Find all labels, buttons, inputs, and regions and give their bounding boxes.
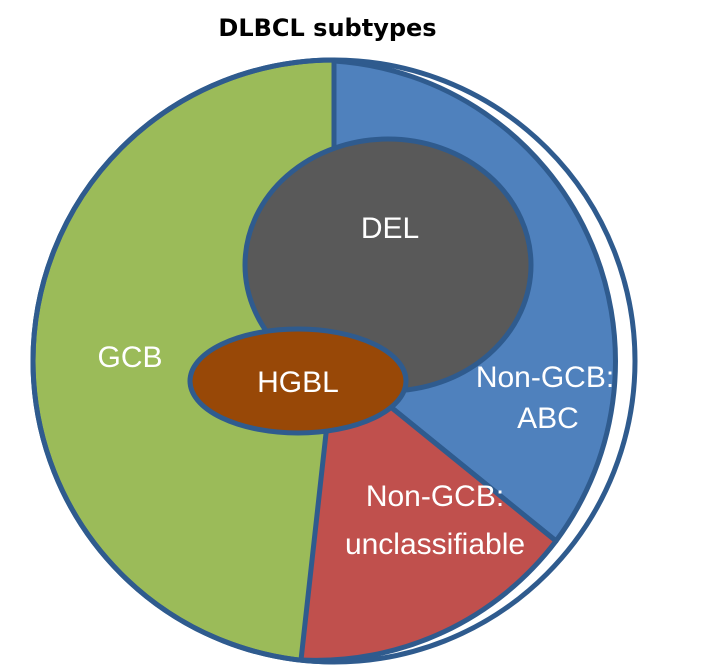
unclassifiable-label-line2: unclassifiable xyxy=(345,528,525,561)
hgbl-label: HGBL xyxy=(257,366,339,399)
outer-circle-outline xyxy=(30,57,638,665)
unclassifiable-label-line1: Non-GCB: xyxy=(366,480,504,513)
gcb-label: GCB xyxy=(97,341,162,374)
hgbl-ellipse xyxy=(187,326,409,436)
diagram-title: DLBCL subtypes xyxy=(218,14,437,42)
del-label: DEL xyxy=(361,212,419,245)
abc-label-line1: Non-GCB: xyxy=(476,361,614,394)
abc-label-line2: ABC xyxy=(517,402,579,435)
